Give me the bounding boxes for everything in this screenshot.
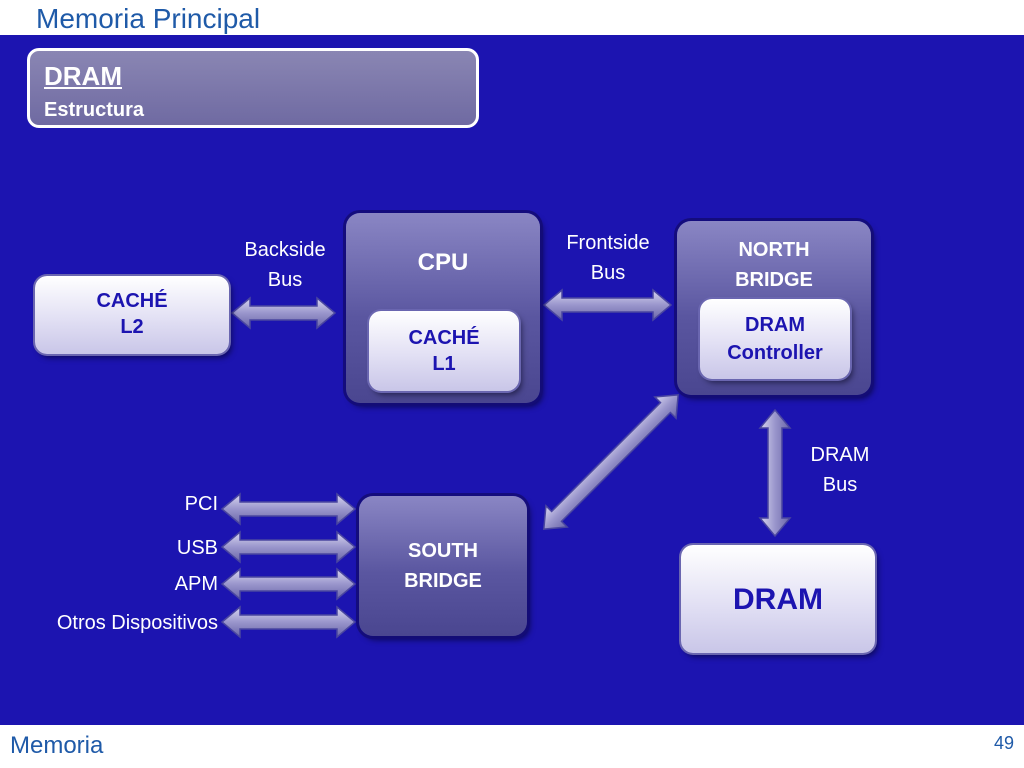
port-label-pci: PCI	[184, 493, 218, 515]
pci-arrow	[220, 492, 357, 526]
north-bridge-block: NORTH BRIDGE DRAM Controller	[677, 221, 871, 395]
dram-bus-arrow	[758, 408, 792, 538]
north-bridge-label-line1: NORTH	[738, 239, 810, 261]
frontside-bus-arrow	[542, 288, 673, 322]
heading-main: DRAM	[44, 61, 122, 91]
dram-controller-block: DRAM Controller	[700, 299, 850, 379]
south-bridge-block: SOUTH BRIDGE	[359, 496, 527, 636]
south-bridge-label-line1: SOUTH	[408, 540, 478, 562]
north-bridge-label-line2: BRIDGE	[735, 269, 813, 291]
cache-l1-block: CACHÉ L1	[369, 311, 519, 391]
heading-box: DRAM Estructura	[27, 48, 479, 128]
otros-dispositivos-arrow	[220, 605, 357, 639]
backside-bus-label-line2: Bus	[267, 269, 303, 291]
port-label-apm: APM	[174, 573, 218, 595]
cache-l1-label-line2: L1	[432, 353, 456, 375]
cache-l1-label-line1: CACHÉ	[408, 327, 480, 349]
frontside-bus-label-line2: Bus	[590, 262, 626, 284]
south-bridge-label-line2: BRIDGE	[404, 570, 482, 592]
dram-block: DRAM	[681, 545, 875, 653]
frontside-bus-label-line1: Frontside	[566, 232, 650, 254]
backside-bus-label-line1: Backside	[244, 239, 326, 261]
backside-bus-label: Backside Bus	[226, 235, 344, 295]
dram-bus-label-line2: Bus	[822, 474, 858, 496]
cache-l2-label-line1: CACHÉ	[96, 290, 168, 312]
port-label-otros-dispositivos: Otros Dispositivos	[56, 612, 218, 634]
heading-sub: Estructura	[44, 99, 145, 121]
frontside-bus-label: Frontside Bus	[546, 228, 670, 288]
backside-bus-arrow	[230, 296, 337, 330]
south-north-bus-arrow	[542, 393, 680, 531]
dram-label: DRAM	[733, 583, 823, 616]
cache-l2-label-line2: L2	[120, 316, 144, 338]
page-number: 49	[993, 733, 1014, 753]
dram-bus-label-line1: DRAM	[810, 444, 870, 466]
cpu-label: CPU	[417, 249, 469, 276]
cache-l2-block: CACHÉ L2	[35, 276, 229, 354]
footer-title: Memoria	[10, 732, 104, 759]
usb-arrow	[220, 530, 357, 564]
dram-controller-label-line1: DRAM	[745, 314, 805, 336]
cpu-block: CPU CACHÉ L1	[346, 213, 540, 403]
dram-bus-label: DRAM Bus	[790, 440, 890, 500]
apm-arrow	[220, 567, 357, 601]
dram-controller-label-line2: Controller	[727, 342, 823, 364]
port-label-usb: USB	[176, 537, 218, 559]
slide-title: Memoria Principal	[36, 3, 261, 34]
